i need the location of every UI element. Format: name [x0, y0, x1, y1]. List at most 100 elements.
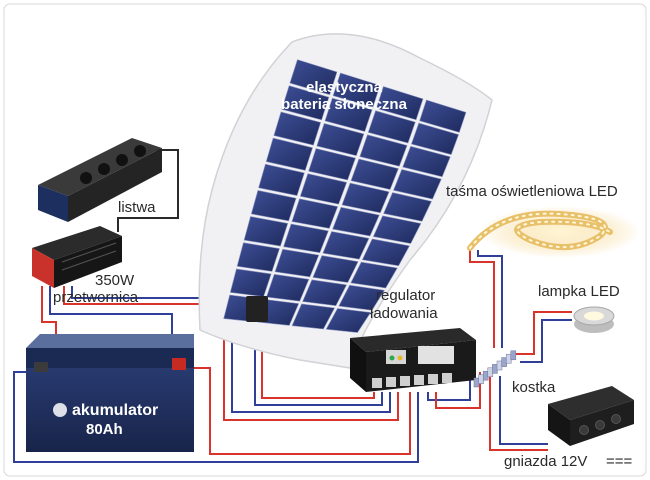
regulator-terminals	[372, 373, 452, 388]
inverter-fin	[61, 250, 117, 271]
terminal-block-segment	[492, 364, 498, 374]
solar-cell	[302, 279, 348, 307]
solar-cell	[291, 198, 339, 229]
battery-label-line1: akumulator	[72, 402, 158, 419]
inverter-side	[32, 248, 54, 288]
solar-cell	[325, 308, 372, 333]
power-strip-front	[68, 148, 162, 222]
solar-cell	[411, 122, 459, 155]
solar-cell	[383, 192, 432, 222]
outlet-top	[548, 386, 634, 420]
regulator-panel-a	[386, 350, 406, 364]
battery-terminal-pos	[172, 358, 186, 370]
solar-cell	[281, 85, 330, 121]
inverter-fin	[61, 242, 117, 263]
terminal-block-body	[473, 350, 517, 388]
kostka-outlet-wire-red	[489, 376, 548, 451]
solar-cell	[338, 284, 385, 311]
outlet-port-2	[595, 420, 605, 430]
led-lamp: lampka LED	[538, 283, 620, 333]
solar-cell	[393, 169, 442, 200]
connector-label: kostka	[512, 379, 556, 396]
led-strip: taśma oświetleniowa LED	[446, 183, 640, 258]
terminal-block-segment	[482, 370, 489, 381]
power-strip-side	[38, 185, 68, 222]
inverter: 350W przetwornica	[32, 226, 139, 306]
regulator-led-green	[389, 355, 395, 361]
regulator-kostka-wire-blue	[427, 372, 471, 401]
solar-cell	[308, 148, 356, 181]
kostka-strip-wire-red	[469, 250, 495, 348]
battery-lid	[26, 348, 194, 368]
panel-regulator-wire-red	[261, 318, 375, 399]
solar-cell	[402, 145, 451, 178]
battery-regulator-wire-red	[180, 367, 411, 455]
regulator-label-line2: ładowania	[370, 305, 438, 322]
power-strip-cable	[117, 149, 179, 232]
kostka-strip-wire-blue	[477, 250, 503, 348]
socket-2	[98, 163, 110, 175]
solar-cell	[322, 231, 370, 260]
outlet-port-1	[579, 425, 589, 435]
kostka-outlet-wire-blue	[499, 376, 548, 445]
solar-cell	[289, 59, 338, 96]
solar-cell	[258, 163, 305, 196]
regulator-panel-b	[418, 346, 454, 364]
terminal-block-segment	[478, 374, 484, 384]
battery-top	[26, 334, 194, 348]
socket-3	[116, 154, 128, 166]
solar-cell	[350, 158, 399, 190]
regulator-kostka-wire-red	[435, 372, 481, 409]
regulator-side	[350, 338, 366, 392]
solar-cell	[361, 238, 410, 267]
wiring	[13, 149, 572, 463]
terminal-block-segment	[510, 350, 517, 361]
solar-cell	[283, 223, 329, 254]
inverter-top	[32, 226, 122, 260]
solar-cell	[324, 97, 373, 132]
regulator-led-yellow	[397, 355, 403, 361]
panel-cells	[223, 59, 467, 333]
solar-cell	[316, 123, 365, 157]
socket-1	[80, 172, 92, 184]
inverter-regulator-wire-red	[63, 286, 399, 421]
solar-cell	[341, 182, 390, 214]
regulator-label-line1: regulator	[376, 287, 435, 304]
solar-cell	[273, 111, 322, 146]
terminal-block-segment	[496, 360, 503, 371]
solar-cell	[236, 242, 280, 272]
solar-cell	[372, 215, 422, 244]
inverter-label-line1: 350W	[95, 272, 135, 289]
solar-cell	[332, 72, 381, 108]
strip-leds	[469, 212, 611, 249]
strip-label: taśma oświetleniowa LED	[446, 183, 618, 200]
solar-cell	[243, 216, 289, 247]
terminal-block-segment	[487, 367, 494, 378]
solar-cell	[274, 248, 320, 278]
socket-4	[134, 145, 146, 157]
inverter-front	[54, 236, 122, 288]
terminal-block-segment	[501, 357, 507, 367]
solar-cell	[350, 261, 398, 289]
panel-label-line2: bateria słoneczna	[281, 96, 408, 113]
kostka-lamp-wire-red	[514, 311, 572, 355]
solar-cell	[332, 206, 380, 237]
solar-cell	[419, 99, 467, 133]
regulator-top	[350, 328, 476, 352]
lamp-lens	[584, 311, 604, 321]
battery-regulator-wire-blue	[13, 371, 419, 463]
terminal-block-segment	[505, 353, 512, 364]
battery-logo	[53, 403, 67, 417]
outlet-dc-symbol: ===	[606, 453, 633, 470]
charge-regulator: regulator ładowania	[350, 287, 476, 392]
power-strip: listwa	[38, 138, 162, 222]
solar-cell	[299, 173, 348, 205]
terminal-block: kostka	[473, 350, 556, 396]
panel-label-line1: elastyczna	[306, 79, 383, 96]
inverter-label-line2: przetwornica	[53, 289, 139, 306]
lamp-label: lampka LED	[538, 283, 620, 300]
solar-cell	[266, 273, 310, 302]
outlet-port-3	[611, 414, 621, 424]
